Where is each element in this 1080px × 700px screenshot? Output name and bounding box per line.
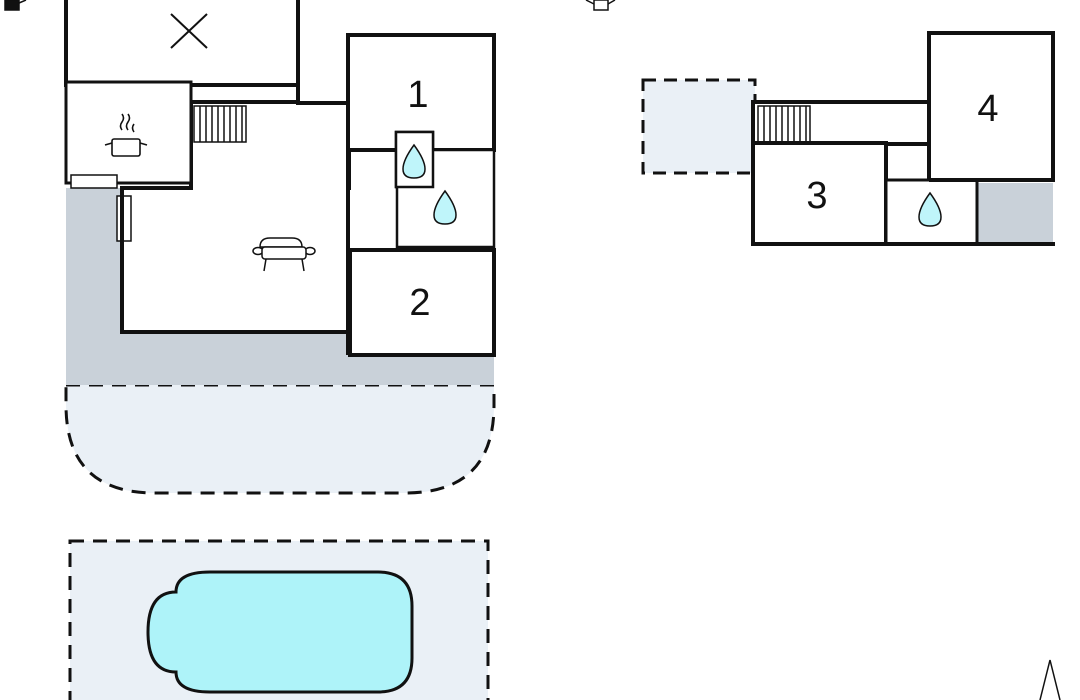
room-number: 3 <box>806 175 827 217</box>
level-marker-icon <box>585 0 616 11</box>
cooking-pot-icon <box>104 113 148 157</box>
kitchen <box>64 80 193 185</box>
room-number: 1 <box>407 74 428 116</box>
unmarked-room <box>64 0 300 87</box>
ground-floor: 1 2 <box>64 0 496 495</box>
water-drop-icon <box>918 191 942 227</box>
outdoor-area <box>64 383 496 495</box>
level-marker-icon <box>4 0 27 11</box>
water-drop-icon <box>433 189 457 225</box>
north-arrow-icon <box>1039 659 1061 700</box>
room-number: 2 <box>409 282 430 324</box>
upper-floor: 3 4 <box>641 31 1055 246</box>
pool-area <box>68 539 490 700</box>
room-2 <box>348 248 496 357</box>
balcony <box>641 78 757 175</box>
radiator-icon <box>70 174 118 189</box>
swimming-pool <box>146 570 414 694</box>
sofa-icon <box>252 237 316 272</box>
room-number: 4 <box>977 88 998 130</box>
staircase-icon <box>193 105 247 143</box>
staircase-icon <box>757 105 811 143</box>
cross-icon <box>170 13 208 49</box>
terrace <box>66 188 494 385</box>
terrace <box>977 183 1053 245</box>
